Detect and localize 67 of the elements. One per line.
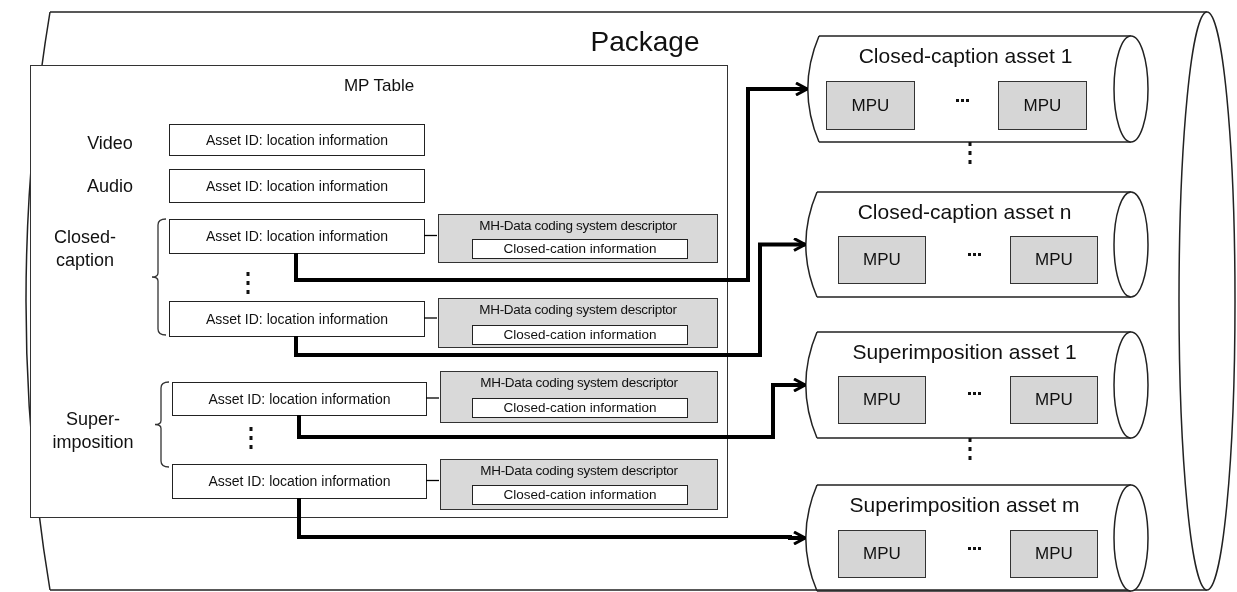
node-text: Closed-cation information [503, 241, 657, 257]
node-text: MPU [1023, 95, 1062, 116]
arrow [297, 377, 807, 439]
node-text: Asset ID: location information [205, 131, 389, 149]
node-text: Closed-cation information [503, 400, 657, 416]
entry-box [169, 301, 425, 337]
row-label: Audio [85, 175, 134, 198]
node-title: MH-Data coding system descriptor [479, 302, 677, 318]
node-title: MH-Data coding system descriptor [479, 218, 677, 234]
asset-cylinder [803, 332, 1148, 438]
row-label: Video [86, 132, 134, 155]
entry-box [169, 169, 425, 203]
mpu-box [838, 530, 926, 578]
table-panel [30, 65, 728, 518]
node-text: Asset ID: location information [208, 390, 391, 408]
connector-line [425, 479, 440, 482]
mpu-box [998, 81, 1087, 130]
descriptor-box [440, 459, 718, 510]
entry-box [169, 124, 425, 156]
node-title: Package [589, 26, 701, 59]
entry-box [172, 382, 427, 416]
node-text: MPU [1035, 250, 1073, 270]
node-text: Asset ID: location information [205, 177, 389, 195]
mpu-box [1010, 376, 1098, 424]
mpu-box [838, 236, 926, 284]
arrow [294, 81, 809, 282]
node-text: Asset ID: location information [205, 310, 389, 328]
info-box [472, 398, 688, 418]
descriptor-box [438, 214, 718, 263]
connector-line [423, 234, 438, 237]
node-title: Closed-caption asset n [857, 200, 1072, 225]
node-title: MP Table [343, 76, 415, 96]
arrow [294, 237, 807, 357]
node-title: Closed-caption asset 1 [858, 44, 1073, 69]
node-text: MPU [1035, 390, 1073, 410]
entry-box [169, 219, 425, 254]
entry-box [172, 464, 427, 499]
node-text: MPU [863, 390, 901, 410]
node-title: MH-Data coding system descriptor [480, 463, 678, 479]
mpu-box [1010, 236, 1098, 284]
mpu-box [1010, 530, 1098, 578]
asset-cylinder [805, 36, 1148, 142]
asset-cylinder [803, 192, 1148, 297]
node-text: MPU [863, 544, 901, 564]
node-title: MH-Data coding system descriptor [480, 375, 678, 391]
asset-cylinder [803, 485, 1148, 591]
row-label: Closed- caption [53, 226, 117, 273]
descriptor-box [438, 298, 718, 348]
mpu-box [838, 376, 926, 424]
node-title: Superimposition asset m [849, 493, 1080, 518]
connector-line [425, 397, 440, 399]
info-box [472, 325, 688, 345]
mpu-box [826, 81, 915, 130]
info-box [472, 239, 688, 259]
node-text: Closed-cation information [503, 327, 657, 343]
arrow [297, 498, 807, 546]
descriptor-box [440, 371, 718, 423]
row-label: Super- imposition [51, 408, 135, 455]
node-text: MPU [863, 250, 901, 270]
node-text: Asset ID: location information [205, 228, 389, 245]
node-title: Superimposition asset 1 [852, 340, 1077, 365]
node-text: MPU [851, 95, 890, 116]
connector-line [423, 317, 438, 319]
node-text: MPU [1035, 544, 1073, 564]
info-box [472, 485, 688, 505]
node-text: Asset ID: location information [208, 473, 391, 490]
node-text: Closed-cation information [503, 487, 657, 503]
